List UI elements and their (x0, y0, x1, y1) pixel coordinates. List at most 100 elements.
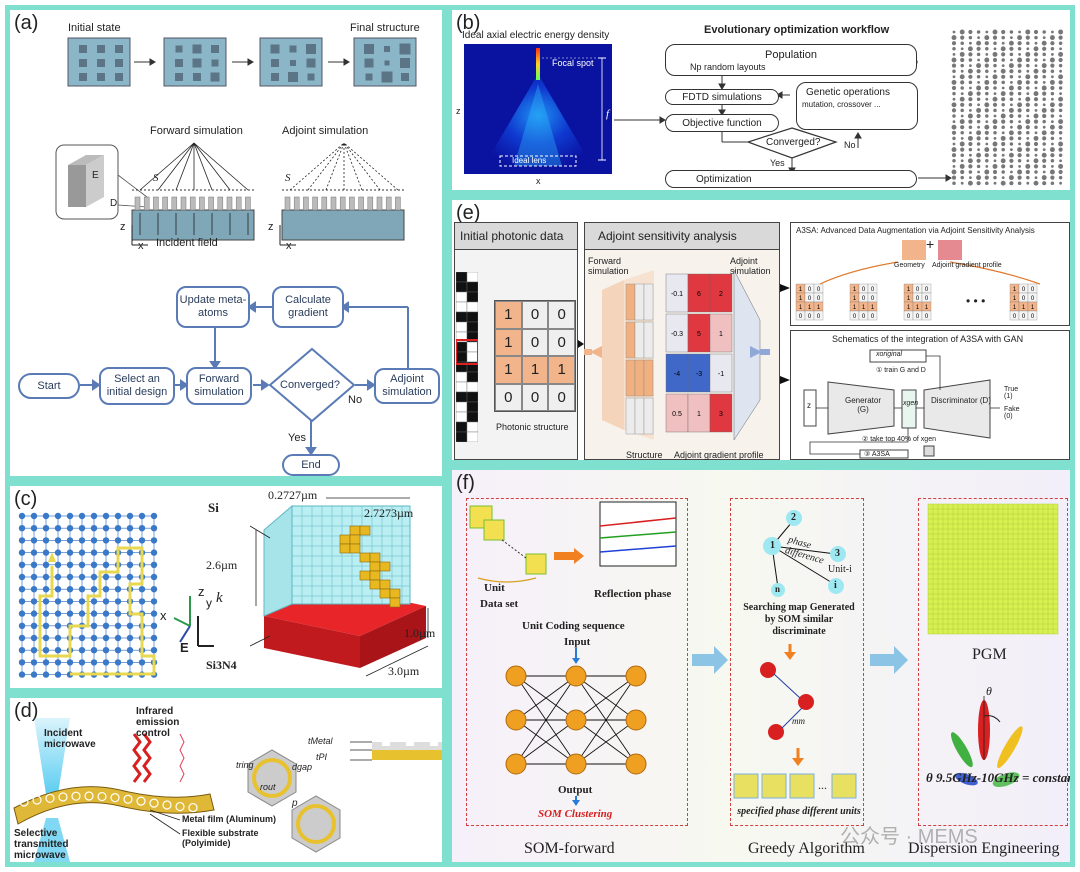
gradient-cell-value: 5 (697, 331, 701, 338)
svg-text:0: 0 (862, 296, 866, 302)
som-forward-box (466, 498, 688, 826)
discriminator-label: Discriminator (D) (931, 396, 991, 405)
t-ring-label: tring (236, 760, 254, 770)
matrix-cell: 1 (495, 328, 522, 356)
s-label-adjoint: S (285, 172, 291, 184)
flowchart-connectors (80, 301, 409, 456)
panel-b-label: (b) (456, 12, 481, 34)
svg-text:0: 0 (925, 296, 929, 302)
flexible-metasurface (13, 718, 442, 862)
svg-text:0: 0 (907, 314, 911, 320)
svg-text:1: 1 (853, 305, 857, 311)
matrix-cell: 0 (548, 383, 575, 411)
svg-text:1: 1 (916, 305, 920, 311)
output-label: Output (558, 784, 593, 796)
panel-c-label: (c) (14, 488, 38, 510)
reflection-phase-label: Reflection phase (594, 588, 672, 600)
structure-label-e: Structure (626, 450, 663, 460)
a3sa-step-label: ③ A3SA (864, 451, 890, 458)
som-diagram (469, 501, 677, 806)
d-field-label: D (110, 198, 118, 209)
gan-title: Schematics of the integration of A3SA wi… (832, 334, 1024, 344)
panel-a: (a) Initial state Final structure Forwar… (5, 5, 447, 481)
initial-data-header (454, 222, 578, 250)
p-label: p (292, 798, 298, 809)
genetic-box (796, 82, 918, 130)
adjoint-simulation-node: Adjoint simulation (374, 368, 440, 404)
svg-text:0: 0 (1022, 296, 1026, 302)
svg-text:0: 0 (1031, 314, 1035, 320)
calculate-gradient-node: Calculate gradient (272, 286, 344, 328)
z-label-e: z (807, 401, 811, 410)
node-2: 2 (791, 512, 796, 523)
matrix-cell: 1 (548, 356, 575, 384)
gradient-profile-small-label: Adjoint gradient profile (932, 262, 1002, 269)
svg-text:0: 0 (1022, 287, 1026, 293)
axis-e-label-c: E (180, 640, 189, 655)
svg-text:1: 1 (925, 305, 929, 311)
gradient-cell (709, 313, 733, 353)
svg-text:1: 1 (1013, 287, 1017, 293)
geometry-label: Geometry (894, 262, 925, 269)
svg-text:0: 0 (862, 287, 866, 293)
theta-label: θ (986, 684, 992, 698)
ideal-lens-label: Ideal lens (512, 156, 547, 165)
adjoint-title: Adjoint sensitivity analysis (598, 229, 737, 243)
gradient-cell-value: -4 (674, 371, 680, 378)
optimization-box: Optimization (665, 170, 917, 188)
svg-text:1: 1 (799, 296, 803, 302)
svg-text:0: 0 (916, 296, 920, 302)
initial-state-label: Initial state (68, 22, 121, 34)
si3n4-label: Si3N4 (206, 658, 237, 672)
svg-text:0: 0 (808, 296, 812, 302)
svg-text:0: 0 (871, 296, 875, 302)
gradient-cell-value: -0.3 (671, 331, 683, 338)
matrix-cell: 0 (521, 301, 549, 329)
svg-text:0: 0 (916, 314, 920, 320)
svg-text:0: 0 (808, 287, 812, 293)
matrix-cell: 1 (495, 356, 522, 384)
svg-text:0: 0 (1013, 314, 1017, 320)
searching-map-label: Searching map Generated by SOM similar d… (743, 602, 855, 637)
svg-text:0: 0 (925, 287, 929, 293)
dim-height: 2.6µm (206, 558, 238, 572)
e-field-label: E (92, 170, 99, 181)
panel-d: (d) Incident microwave In (5, 693, 447, 867)
svg-text:0: 0 (916, 287, 920, 293)
svg-text:1: 1 (1013, 305, 1017, 311)
d-gap-label: dgap (292, 762, 313, 772)
matrix-cell: 0 (495, 383, 522, 411)
x-gen-label: xgen (903, 400, 919, 407)
panel-c: (c) x z y k E Si Si3N4 0.272 (5, 481, 447, 693)
fdtd-box: FDTD simulations (665, 89, 779, 105)
converged-label: Converged? (280, 379, 340, 391)
svg-text:1: 1 (907, 287, 911, 293)
axis-z-label-c: z (198, 584, 205, 599)
infrared-label: Infrared emission control (136, 706, 180, 739)
train-label: ① train G and D (876, 367, 926, 374)
start-node: Start (18, 373, 80, 399)
energy-density-map (464, 44, 612, 174)
panel-f-label: (f) (456, 472, 475, 494)
x-axis-label-b: x (536, 176, 541, 186)
plus-sign: + (926, 236, 935, 252)
t-pi-label: tPI (316, 752, 328, 762)
node-n: n (775, 584, 781, 594)
node-1: 1 (770, 540, 775, 551)
yes-label-b: Yes (770, 158, 785, 168)
x-original-label: xoriginal (876, 351, 903, 358)
gradient-cell-value: -0.1 (671, 291, 683, 298)
svg-text:0: 0 (871, 314, 875, 320)
svg-text:1: 1 (871, 305, 875, 311)
dim-base-w: 3.0µm (388, 664, 420, 678)
svg-text:0: 0 (817, 314, 821, 320)
dim-thickness: 0.2727µm (268, 488, 318, 502)
x-axis-label-a2: x (286, 240, 292, 252)
svg-text:0: 0 (853, 314, 857, 320)
svg-text:1: 1 (907, 305, 911, 311)
node-3: 3 (835, 548, 840, 559)
svg-text:0: 0 (862, 314, 866, 320)
